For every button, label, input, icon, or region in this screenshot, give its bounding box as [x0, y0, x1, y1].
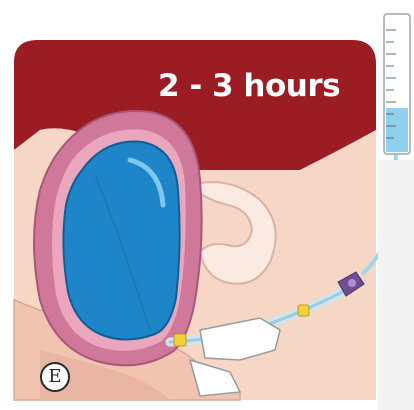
right-edge-strip [378, 160, 414, 410]
duration-label: 2 - 3 hours [158, 68, 358, 104]
valve-left [174, 334, 186, 346]
balloon [63, 142, 179, 340]
panel-letter: E [40, 362, 70, 392]
valve-right [298, 305, 309, 316]
syringe-fluid [386, 108, 408, 152]
connector-cap [348, 279, 356, 287]
